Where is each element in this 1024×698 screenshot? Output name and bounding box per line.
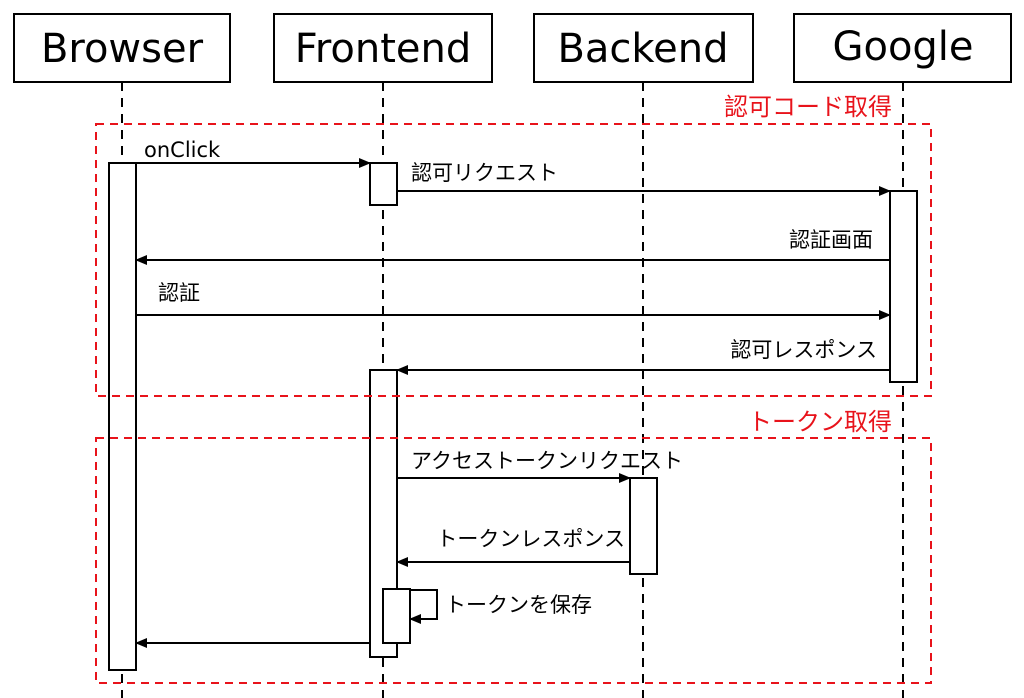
actor-browser: Browser: [13, 13, 231, 83]
actor-backend: Backend: [533, 13, 754, 83]
frame-token: [95, 437, 932, 684]
message-onclick-label: onClick: [144, 138, 221, 162]
activation-frontend-nested: [382, 588, 411, 644]
message-auth-screen-label: 認証画面: [789, 228, 873, 252]
message-save-token-label: トークンを保存: [445, 593, 592, 617]
message-authenticate-label: 認証: [158, 281, 200, 305]
message-auth-request-label: 認可リクエスト: [411, 161, 558, 185]
activation-frontend-1: [369, 162, 398, 206]
activation-backend: [629, 477, 658, 575]
actor-backend-label: Backend: [557, 26, 728, 72]
frame-token-label: トークン取得: [748, 408, 892, 436]
message-token-request-label: アクセストークンリクエスト: [411, 449, 683, 473]
frame-auth-code-label: 認可コード取得: [724, 93, 892, 121]
actor-frontend-label: Frontend: [295, 26, 472, 72]
message-token-response-label: トークンレスポンス: [436, 527, 625, 551]
actor-google-label: Google: [832, 24, 973, 70]
message-save-token-arrow: [409, 589, 438, 624]
activation-google: [889, 190, 918, 383]
activation-browser: [108, 162, 137, 671]
frame-auth-code: [95, 123, 932, 397]
actor-browser-label: Browser: [41, 26, 204, 72]
message-auth-response-label: 認可レスポンス: [730, 338, 877, 362]
actor-frontend: Frontend: [273, 13, 493, 83]
actor-google: Google: [793, 13, 1012, 83]
